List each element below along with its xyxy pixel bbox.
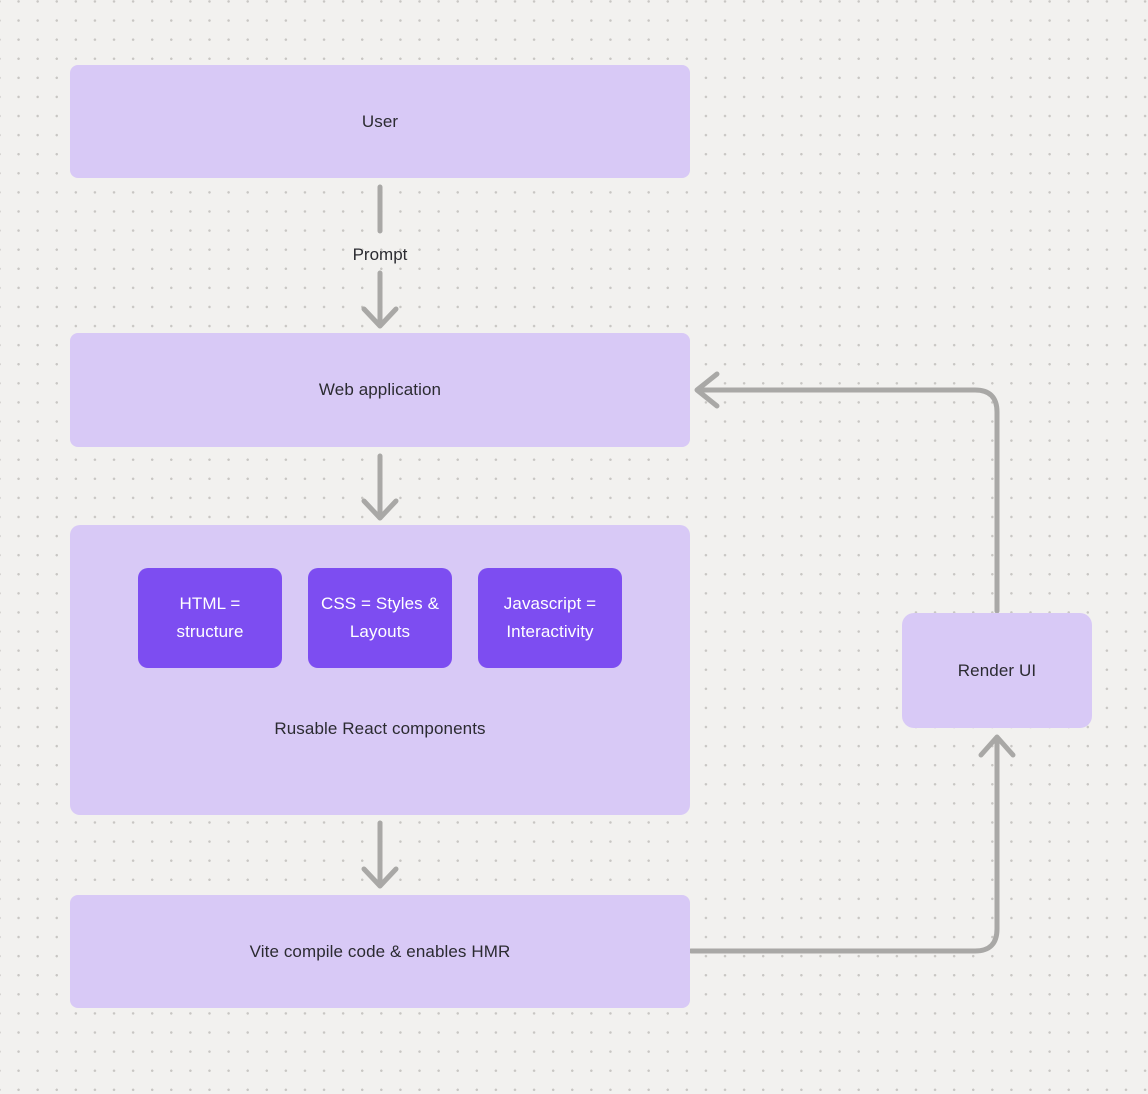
node-render-ui: Render UI bbox=[902, 613, 1092, 728]
components-row: HTML = structure CSS = Styles & Layouts … bbox=[138, 568, 622, 668]
edge-label-prompt: Prompt bbox=[352, 245, 408, 264]
arrow-group-to-vite bbox=[361, 820, 399, 889]
node-user-label: User bbox=[361, 111, 399, 131]
components-group-caption: Rusable React components bbox=[274, 719, 486, 738]
node-user: User bbox=[70, 65, 690, 178]
node-javascript-label: Javascript = Interactivity bbox=[503, 594, 597, 641]
node-web-application: Web application bbox=[70, 333, 690, 447]
node-javascript: Javascript = Interactivity bbox=[478, 568, 622, 668]
node-css: CSS = Styles & Layouts bbox=[308, 568, 452, 668]
node-css-label: CSS = Styles & Layouts bbox=[320, 594, 440, 641]
arrow-prompt-to-web bbox=[361, 270, 399, 329]
arrow-vite-to-render bbox=[688, 734, 1016, 954]
node-components-group: HTML = structure CSS = Styles & Layouts … bbox=[70, 525, 690, 815]
arrow-web-to-group bbox=[361, 453, 399, 521]
arrow-render-to-web bbox=[694, 371, 1000, 614]
node-render-ui-label: Render UI bbox=[957, 660, 1037, 680]
node-web-application-label: Web application bbox=[318, 380, 442, 399]
node-html: HTML = structure bbox=[138, 568, 282, 668]
node-html-label: HTML = structure bbox=[176, 594, 244, 641]
node-vite-label: Vite compile code & enables HMR bbox=[249, 941, 511, 961]
node-vite: Vite compile code & enables HMR bbox=[70, 895, 690, 1008]
